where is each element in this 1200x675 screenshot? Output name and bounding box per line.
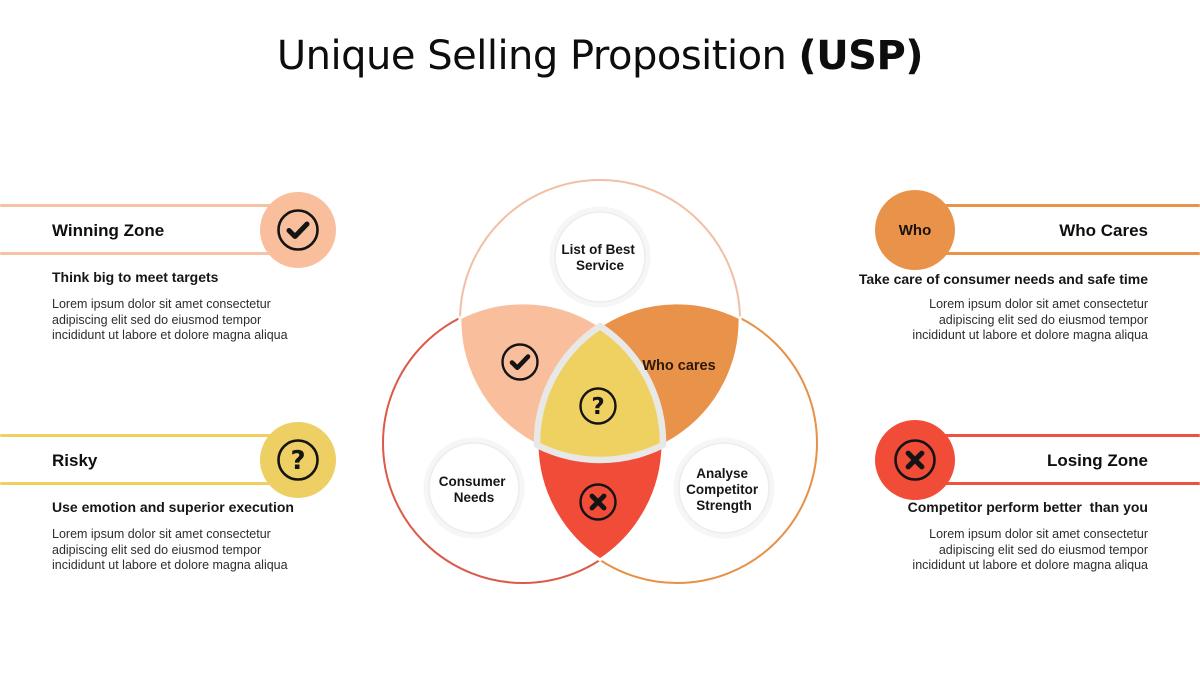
winning-body-line2: adipiscing elit sed do eiusmod tempor [52, 312, 262, 327]
winning-accent-circle [260, 192, 336, 268]
who-cares-body: Lorem ipsum dolor sit amet consectetur a… [912, 297, 1148, 344]
risky-rail-top [0, 434, 302, 437]
venn-label-top-line2: Service [576, 258, 625, 273]
venn-who-cares-label: Who cares [642, 358, 715, 374]
losing-body-line1: Lorem ipsum dolor sit amet consectetur [929, 527, 1148, 541]
page-title: Unique Selling Proposition (USP) [0, 28, 1200, 84]
venn-label-discs [423, 206, 775, 539]
winning-body: Lorem ipsum dolor sit amet consectetur a… [52, 297, 288, 344]
losing-subtitle: Competitor perform better than you [907, 499, 1148, 515]
who-cares-body-line2: adipiscing elit sed do eiusmod tempor [938, 312, 1148, 327]
venn-label-bl-line2: Needs [454, 490, 495, 505]
venn-label-br-line3: Strength [696, 498, 752, 513]
page-title-regular: Unique Selling Proposition [276, 33, 787, 79]
check-circle-icon [277, 209, 319, 251]
losing-rail-top [912, 434, 1200, 437]
winning-rail-bottom [0, 252, 302, 255]
label-disc-top [554, 211, 646, 303]
venn-question-circle-icon: ? [579, 387, 617, 425]
who-cares-rail-top [912, 204, 1200, 207]
winning-body-line1: Lorem ipsum dolor sit amet consectetur [52, 297, 271, 311]
page-title-bold: (USP) [798, 33, 924, 79]
losing-body-line2: adipiscing elit sed do eiusmod tempor [938, 542, 1148, 557]
risky-body-line1: Lorem ipsum dolor sit amet consectetur [52, 527, 271, 541]
risky-title: Risky [52, 451, 98, 470]
risky-body-line3: incididunt ut labore et dolore magna ali… [52, 558, 288, 572]
cross-circle-icon [894, 439, 936, 481]
who-badge-label: Who [898, 221, 932, 239]
winning-rail-top [0, 204, 302, 207]
risky-subtitle: Use emotion and superior execution [52, 499, 294, 515]
venn-label-bl-line1: Consumer [439, 474, 507, 489]
who-cares-title: Who Cares [1059, 221, 1148, 240]
venn-label-br-line2: Competitor [686, 482, 759, 497]
risky-accent-circle: ? [260, 422, 336, 498]
winning-title: Winning Zone [52, 221, 165, 240]
svg-text:?: ? [290, 446, 305, 476]
venn-region-risky [533, 322, 667, 464]
venn-label-top-line1: List of Best [561, 242, 635, 257]
losing-body: Lorem ipsum dolor sit amet consectetur a… [912, 527, 1148, 574]
venn-check-circle-icon [501, 343, 539, 381]
winning-body-line3: incididunt ut labore et dolore magna ali… [52, 328, 288, 342]
losing-accent-circle [875, 420, 955, 500]
label-disc-halo [423, 437, 525, 539]
label-disc-bottom-left [428, 442, 520, 534]
risky-body: Lorem ipsum dolor sit amet consectetur a… [52, 527, 288, 574]
label-disc-halo [673, 437, 775, 539]
label-disc-halo [549, 206, 651, 308]
who-cares-body-line1: Lorem ipsum dolor sit amet consectetur [929, 297, 1148, 311]
venn-label-bottom-left: Consumer Needs [439, 474, 510, 505]
risky-rail-bottom [0, 482, 302, 485]
label-disc-bottom-right [678, 442, 770, 534]
venn-cross-circle-icon [579, 483, 617, 521]
venn-label-bottom-right: Analyse Competitor Strength [686, 466, 762, 513]
venn-label-br-line1: Analyse [696, 466, 748, 481]
losing-body-line3: incididunt ut labore et dolore magna ali… [912, 558, 1148, 572]
question-circle-icon: ? [277, 439, 319, 481]
svg-text:?: ? [591, 394, 604, 420]
winning-subtitle: Think big to meet targets [52, 269, 219, 285]
who-cares-subtitle: Take care of consumer needs and safe tim… [858, 271, 1148, 287]
who-badge-circle: Who [875, 190, 955, 270]
venn-label-top: List of Best Service [561, 242, 638, 273]
losing-title: Losing Zone [1046, 451, 1148, 470]
who-cares-body-line3: incididunt ut labore et dolore magna ali… [912, 328, 1148, 342]
risky-body-line2: adipiscing elit sed do eiusmod tempor [52, 542, 262, 557]
losing-rail-bottom [912, 482, 1200, 485]
who-cares-rail-bottom [912, 252, 1200, 255]
